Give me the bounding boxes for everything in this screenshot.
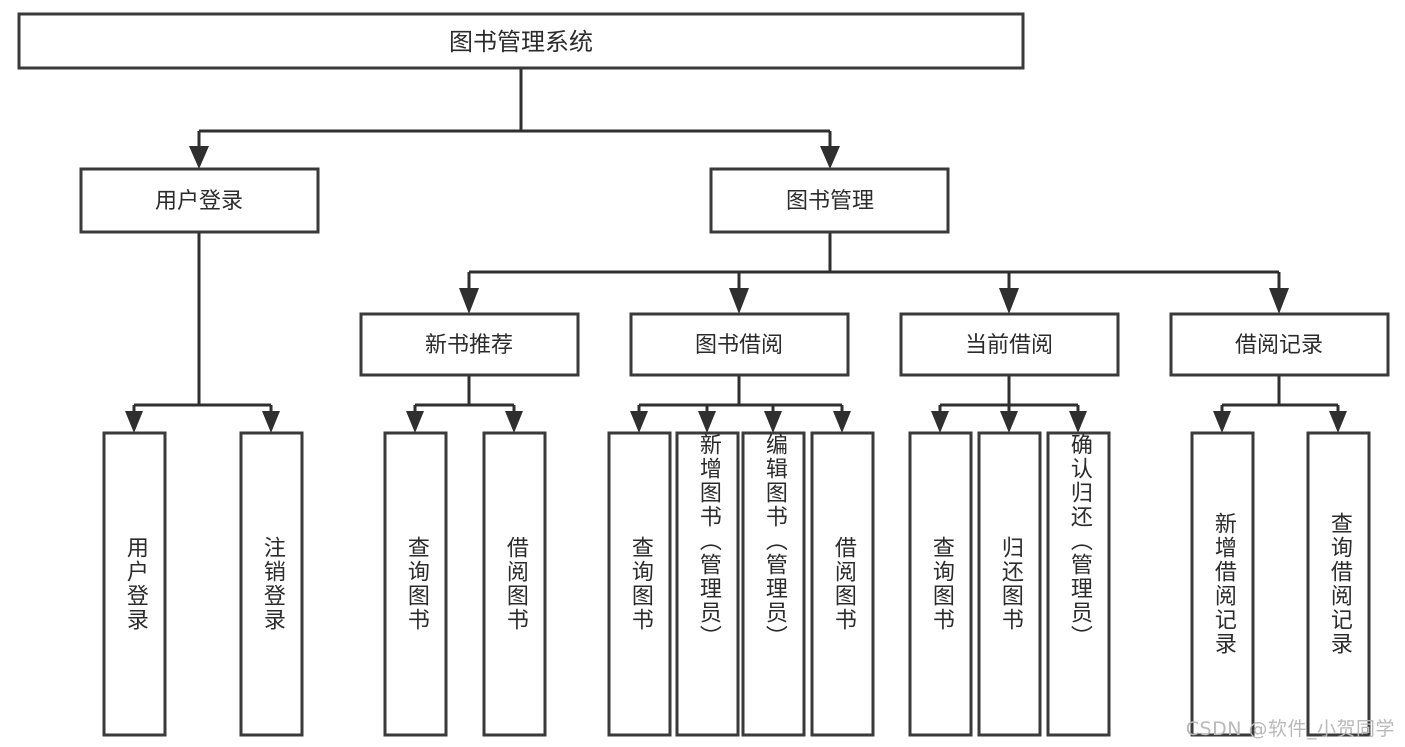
- node-user-login[interactable]: 用户登录: [79, 167, 320, 234]
- leaf-box-bb-1[interactable]: [607, 431, 672, 737]
- leaf-box-nbr-2[interactable]: [482, 431, 547, 737]
- arrowhead-leaf-user-login-1: [125, 411, 143, 433]
- arrowhead-leaf-bb-2: [698, 411, 716, 433]
- node-book-borrow-box[interactable]: [629, 312, 850, 377]
- leaf-box-nbr-1[interactable]: [383, 431, 448, 737]
- leaf-box-bb-2[interactable]: [675, 431, 740, 737]
- arrowhead-book-borrow: [729, 288, 749, 314]
- leaf-box-user-login-2[interactable]: [239, 431, 304, 737]
- leaf-box-bb-3[interactable]: [741, 431, 806, 737]
- leaf-box-br-1[interactable]: [1190, 431, 1255, 737]
- arrowhead-leaf-bb-3: [764, 411, 782, 433]
- node-new-book-recommend-box[interactable]: [359, 312, 580, 377]
- arrowhead-leaf-user-login-2: [262, 411, 280, 433]
- arrowhead-leaf-cb-3: [1069, 411, 1087, 433]
- connector-group-current-borrow: [931, 375, 1087, 433]
- node-new-book-recommend-label: 新书推荐: [425, 333, 513, 358]
- node-book-management-label: 图书管理: [786, 189, 874, 214]
- node-current-borrow-box[interactable]: [899, 312, 1120, 377]
- arrowhead-leaf-bb-4: [833, 411, 851, 433]
- arrowhead-new-book-recommend: [459, 288, 479, 314]
- leaf-box-bb-4[interactable]: [810, 431, 875, 737]
- node-root[interactable]: 图书管理系统: [17, 12, 1025, 70]
- connector-group-new-book-recommend: [406, 375, 523, 433]
- node-book-borrow[interactable]: 图书借阅: [629, 312, 850, 377]
- node-current-borrow-label: 当前借阅: [965, 333, 1053, 358]
- node-root-box[interactable]: [17, 12, 1025, 70]
- node-current-borrow[interactable]: 当前借阅: [899, 312, 1120, 377]
- connector-group-book-borrow: [630, 375, 851, 433]
- arrowhead-leaf-br-1: [1213, 411, 1231, 433]
- arrowhead-leaf-bb-1: [630, 411, 648, 433]
- connector-group-root: [189, 68, 840, 169]
- node-book-management-box[interactable]: [709, 167, 950, 234]
- connector-group-book-mgmt: [459, 232, 1289, 314]
- arrowhead-current-borrow: [999, 288, 1019, 314]
- arrowhead-leaf-nbr-2: [505, 411, 523, 433]
- leaf-box-cb-3[interactable]: [1046, 431, 1111, 737]
- watermark-text: CSDN @软件_小贺同学: [1185, 718, 1395, 740]
- connector-group-borrow-record: [1213, 375, 1347, 433]
- node-borrow-record[interactable]: 借阅记录: [1169, 312, 1390, 377]
- node-book-management[interactable]: 图书管理: [709, 167, 950, 234]
- arrowhead-borrow-record: [1269, 288, 1289, 314]
- node-user-login-box[interactable]: [79, 167, 320, 234]
- node-borrow-record-box[interactable]: [1169, 312, 1390, 377]
- arrowhead-leaf-cb-2: [1000, 411, 1018, 433]
- connector-group-user-login: [125, 232, 280, 433]
- node-root-label: 图书管理系统: [449, 28, 593, 56]
- arrowhead-user-login: [189, 146, 209, 169]
- arrowhead-leaf-nbr-1: [406, 411, 424, 433]
- arrowhead-leaf-br-2: [1329, 411, 1347, 433]
- leaf-box-cb-2[interactable]: [977, 431, 1042, 737]
- arrowhead-book-mgmt: [820, 146, 840, 169]
- node-book-borrow-label: 图书借阅: [695, 333, 783, 358]
- leaf-box-cb-1[interactable]: [908, 431, 973, 737]
- node-borrow-record-label: 借阅记录: [1235, 333, 1323, 358]
- arrowhead-leaf-cb-1: [931, 411, 949, 433]
- leaf-box-user-login-1[interactable]: [102, 431, 167, 737]
- node-user-login-label: 用户登录: [155, 189, 243, 214]
- leaf-box-br-2[interactable]: [1306, 431, 1371, 737]
- node-new-book-recommend[interactable]: 新书推荐: [359, 312, 580, 377]
